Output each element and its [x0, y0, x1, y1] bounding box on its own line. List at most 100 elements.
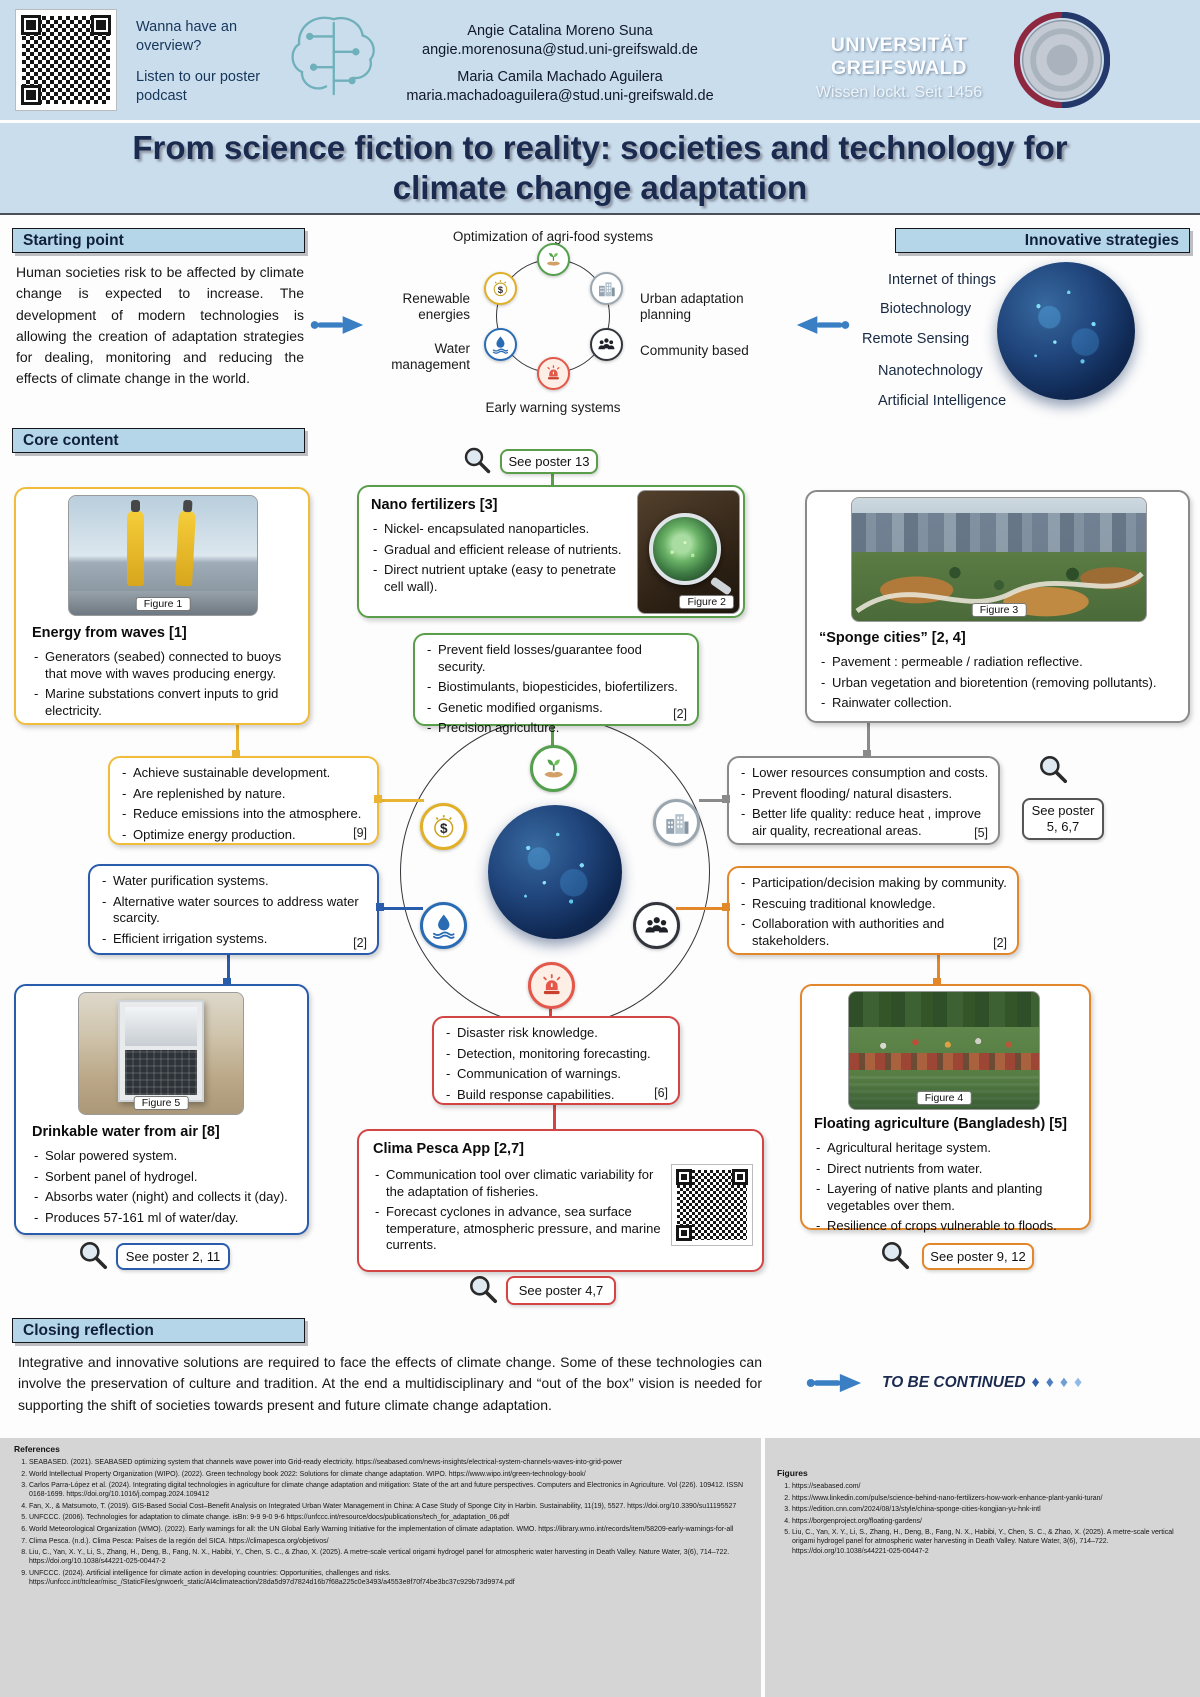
community-icon	[633, 902, 680, 949]
label-early-warning: Early warning systems	[485, 400, 621, 415]
references-panel: References SEABASED. (2021). SEABASED op…	[0, 1438, 761, 1697]
list-item: Communication of warnings.	[444, 1066, 672, 1083]
connector-node	[722, 795, 730, 803]
list-item: Pavement : permeable / radiation reflect…	[819, 654, 1175, 671]
figure-3-path	[855, 571, 1144, 614]
list-item: Direct nutrients from water.	[814, 1161, 1080, 1178]
list-item: Fan, X., & Matsumoto, T. (2019). GIS-Bas…	[29, 1502, 750, 1511]
university-seal	[1013, 11, 1111, 109]
connector-blue-vertical	[227, 954, 230, 985]
agrifood-bullets: Prevent field losses/guarantee food secu…	[425, 642, 691, 741]
figure-1-image: Figure 1	[68, 495, 258, 616]
renewable-bullets: Achieve sustainable development.Are repl…	[120, 765, 370, 847]
list-item: https://borgenproject.org/floating-garde…	[792, 1517, 1187, 1526]
citation-number: [9]	[353, 826, 367, 840]
figures-list: https://seabased.com/https://www.linkedi…	[777, 1482, 1187, 1558]
authors-block: Angie Catalina Moreno Suna angie.morenos…	[400, 14, 720, 105]
network-globe-image	[997, 262, 1135, 400]
podcast-qr-code	[16, 10, 116, 110]
see-poster-4-7-button[interactable]: See poster 4,7	[506, 1276, 616, 1305]
connector-gray-horizontal	[699, 799, 728, 802]
energy-bullets: Generators (seabed) connected to buoys t…	[32, 649, 300, 723]
connector-green-poster13	[551, 472, 554, 486]
connector-node	[933, 978, 941, 986]
diamond-icon: ♦	[1045, 1374, 1054, 1391]
early-warning-icon	[537, 357, 570, 390]
list-item: UNFCCC. (2024). Artificial intelligence …	[29, 1569, 750, 1587]
connector-gray-vertical	[867, 723, 870, 757]
list-item: Alternative water sources to address wat…	[100, 894, 368, 927]
qr-finder-icon	[21, 15, 41, 35]
section-heading-starting-point: Starting point	[12, 228, 305, 253]
innovative-item-remote-sensing: Remote Sensing	[862, 331, 970, 347]
box-title: “Sponge cities” [2, 4]	[819, 630, 966, 646]
arrow-right-icon	[806, 1372, 864, 1394]
floating-bullets: Agricultural heritage system. Direct nutr…	[814, 1140, 1080, 1239]
sponge-cities-box: Figure 3 “Sponge cities” [2, 4] Pavement…	[805, 490, 1190, 723]
list-item: Biostimulants, biopesticides, biofertili…	[425, 679, 691, 696]
list-item: UNFCCC. (2006). Technologies for adaptat…	[29, 1513, 750, 1522]
arrow-right-icon	[310, 314, 366, 336]
see-poster-567-button[interactable]: See poster 5, 6,7	[1022, 798, 1104, 840]
label-renewable-energies: Renewable energies	[402, 291, 470, 323]
list-item: Communication tool over climatic variabi…	[373, 1167, 673, 1200]
figures-sources-panel: Figures https://seabased.com/https://www…	[765, 1438, 1200, 1697]
innovative-item-iot: Internet of things	[888, 272, 997, 288]
water-management-icon	[484, 328, 517, 361]
sponge-bullets: Pavement : permeable / radiation reflect…	[819, 654, 1175, 716]
list-item: Disaster risk knowledge.	[444, 1025, 672, 1042]
connector-green-top	[551, 726, 554, 747]
citation-number: [2]	[353, 936, 367, 950]
urban-points-box: Lower resources consumption and costs.Pr…	[727, 756, 1000, 845]
warning-bullets: Disaster risk knowledge.Detection, monit…	[444, 1025, 672, 1107]
list-item: Reduce emissions into the atmosphere.	[120, 806, 370, 823]
citation-number: [2]	[673, 707, 687, 721]
closing-reflection-text: Integrative and innovative solutions are…	[18, 1354, 762, 1413]
connector-node	[376, 903, 384, 911]
list-item: Optimize energy production.	[120, 827, 370, 844]
brain-circuit-icon	[278, 8, 403, 112]
community-icon	[590, 328, 623, 361]
list-item: Precision agriculture.	[425, 720, 691, 737]
see-poster-13-button[interactable]: See poster 13	[500, 449, 598, 474]
connector-node	[232, 750, 240, 758]
see-poster-2-11-button[interactable]: See poster 2, 11	[116, 1243, 230, 1270]
renewable-energy-icon: $	[420, 803, 467, 850]
box-title: Nano fertilizers [3]	[371, 497, 498, 513]
list-item: Rainwater collection.	[819, 695, 1175, 712]
figures-heading: Figures	[777, 1468, 808, 1478]
list-item: Prevent field losses/guarantee food secu…	[425, 642, 691, 675]
box-title: Floating agriculture (Bangladesh) [5]	[814, 1116, 1067, 1132]
connector-yellow-vertical	[236, 725, 239, 757]
qr-finder-icon	[91, 15, 111, 35]
heading-label: Innovative strategies	[1024, 231, 1179, 249]
figure-2-caption: Figure 2	[679, 595, 734, 609]
list-item: Agricultural heritage system.	[814, 1140, 1080, 1157]
urban-buildings-icon	[653, 799, 700, 846]
diamond-icon: ♦	[1074, 1374, 1083, 1391]
list-item: Better life quality: reduce heat , impro…	[739, 806, 991, 839]
community-points-box: Participation/decision making by communi…	[727, 866, 1019, 955]
drinkable-water-box: Figure 5 Drinkable water from air [8] So…	[14, 984, 309, 1235]
university-name: UNIVERSITÄT GREIFSWALD	[830, 34, 968, 79]
list-item: Lower resources consumption and costs.	[739, 765, 991, 782]
water-management-icon	[420, 902, 467, 949]
figure-4-caption: Figure 4	[916, 1091, 972, 1105]
podcast-prompt-line: Wanna have an overview?	[136, 19, 238, 55]
magnifier-icon	[466, 1272, 500, 1306]
author-email: maria.machadoaguilera@stud.uni-greifswal…	[406, 87, 714, 104]
clima-pesca-box: Clima Pesca App [2,7] Communication tool…	[357, 1129, 764, 1272]
urban-bullets: Lower resources consumption and costs.Pr…	[739, 765, 991, 843]
title-line-2: climate change adaptation	[392, 169, 808, 206]
section-heading-core-content: Core content	[12, 428, 305, 453]
connector-node	[374, 795, 382, 803]
heading-label: Starting point	[23, 231, 124, 249]
label-urban-planning: Urban adaptation planning	[640, 291, 744, 323]
list-item: Gradual and efficient release of nutrien…	[371, 542, 629, 559]
see-poster-9-12-button[interactable]: See poster 9, 12	[922, 1243, 1034, 1270]
author-email: angie.morenosuna@stud.uni-greifswald.de	[422, 41, 698, 58]
early-warning-icon	[528, 962, 575, 1009]
university-motto: Wissen lockt. Seit 1456	[815, 84, 983, 101]
podcast-prompt: Wanna have an overview? Listen to our po…	[136, 18, 264, 119]
central-globe-image	[488, 805, 622, 939]
